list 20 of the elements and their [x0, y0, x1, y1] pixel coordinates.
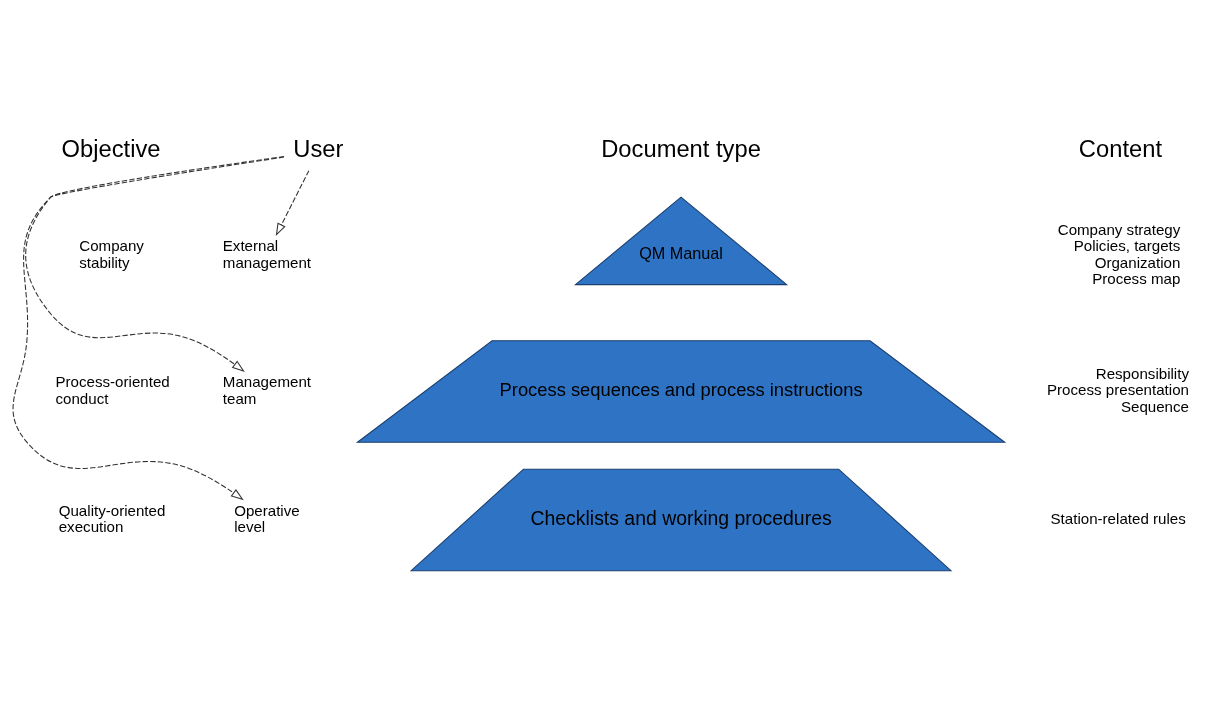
- label: Company stability: [79, 237, 144, 271]
- label: Sequence: [1120, 397, 1189, 415]
- node-text: Operative level: [234, 501, 300, 536]
- arrow: [275, 170, 310, 237]
- arrow: [12, 156, 285, 501]
- label: Process-oriented conduct: [55, 373, 170, 407]
- label: Company strategy: [1057, 221, 1181, 239]
- label: Quality-oriented execution: [58, 501, 166, 536]
- label: Process presentation: [1047, 381, 1189, 399]
- node-text: User: [293, 135, 344, 162]
- label: Station-related rules: [1050, 509, 1186, 527]
- node-text: Management team: [222, 373, 312, 407]
- label: Responsibility: [1095, 365, 1189, 383]
- arrow: [25, 156, 285, 372]
- label: Policies, targets: [1073, 237, 1181, 255]
- node-text: External management: [222, 237, 312, 271]
- label: Document type: [601, 135, 761, 162]
- label: Organization: [1094, 253, 1181, 271]
- label: Content: [1078, 135, 1162, 162]
- label: Objective: [61, 135, 161, 162]
